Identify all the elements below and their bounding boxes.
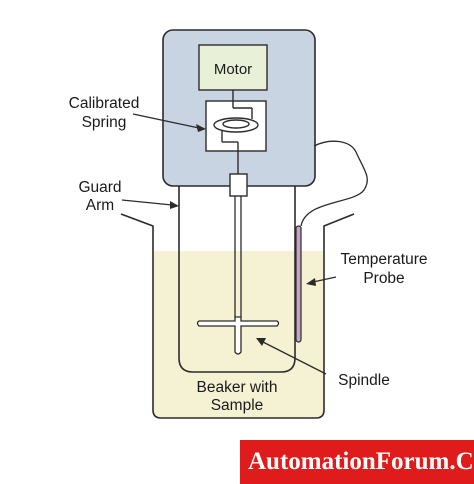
calibrated-spring-label-2: Spring — [82, 114, 127, 131]
spindle-shaft — [234, 196, 242, 317]
temperature-probe-label-2: Probe — [363, 270, 404, 287]
temperature-probe-label-1: Temperature — [340, 251, 427, 268]
watermark-banner: AutomationForum.Co — [240, 440, 474, 484]
guard-arm — [178, 186, 296, 373]
motor-label: Motor — [214, 61, 252, 78]
guard-arm-label-1: Guard — [78, 179, 121, 196]
calibrated-spring-label-1: Calibrated — [69, 95, 140, 112]
probe-leader — [312, 276, 337, 283]
spring-leader — [132, 113, 200, 129]
leader-lines — [121, 113, 337, 375]
guard-arm-leader — [121, 199, 173, 206]
calibrated-spring — [213, 90, 259, 152]
beaker-label-2: Sample — [211, 397, 264, 414]
spindle-disk — [196, 316, 280, 355]
temperature-probe — [295, 225, 302, 343]
guard-arm-label-2: Arm — [86, 197, 114, 214]
shaft-coupling — [229, 173, 248, 197]
spindle-leader — [262, 341, 327, 375]
beaker — [120, 213, 355, 419]
spindle-label: Spindle — [338, 372, 390, 389]
motor-box — [198, 44, 268, 91]
probe-cable — [300, 140, 368, 227]
beaker-label-1: Beaker with — [197, 379, 278, 396]
